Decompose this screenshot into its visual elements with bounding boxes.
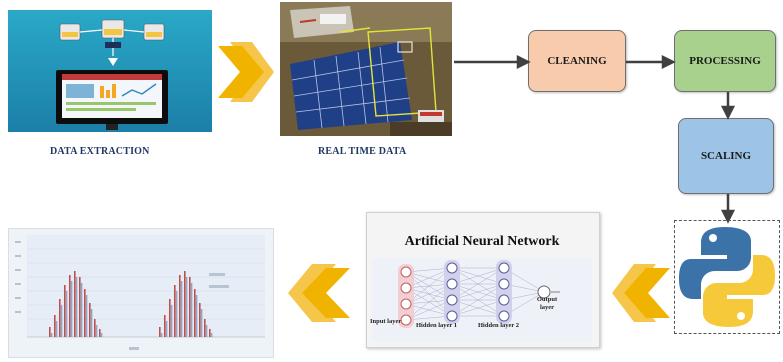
plot-bar-a bbox=[69, 275, 71, 337]
data-extraction-label: DATA EXTRACTION bbox=[50, 146, 150, 157]
plot-bar-b bbox=[50, 333, 53, 337]
plot-bar-a bbox=[164, 315, 166, 337]
plot-bar-b bbox=[170, 305, 173, 337]
plot-bar-b bbox=[185, 277, 188, 337]
plot-bar-b bbox=[195, 295, 198, 337]
processing-box: PROCESSING bbox=[674, 30, 776, 92]
solar-panel-photo bbox=[280, 2, 452, 136]
plot-bar-a bbox=[94, 319, 96, 337]
plot-bar-b bbox=[200, 309, 203, 337]
plot-bar-b bbox=[175, 291, 178, 337]
plot-bar-a bbox=[159, 327, 161, 337]
plot-bar-a bbox=[64, 285, 66, 337]
plot-bar-b bbox=[75, 277, 78, 337]
arrow-left-icon-2 bbox=[280, 258, 356, 328]
plot-bar-a bbox=[184, 271, 186, 337]
plot-bar-b bbox=[70, 281, 73, 337]
plot-bar-a bbox=[79, 277, 81, 337]
plot-bar-a bbox=[169, 299, 171, 337]
scaling-box: SCALING bbox=[678, 118, 774, 194]
data-extraction-illustration bbox=[8, 10, 212, 132]
plot-bar-b bbox=[205, 325, 208, 337]
ann-diagram bbox=[372, 258, 592, 342]
plot-bar-b bbox=[85, 295, 88, 337]
hidden-layer-1-label: Hidden layer 1 bbox=[416, 322, 458, 329]
plot-bar-b bbox=[160, 333, 163, 337]
plot-bar-a bbox=[174, 285, 176, 337]
real-time-data-label: REAL TIME DATA bbox=[318, 146, 407, 157]
plot-bar-b bbox=[80, 283, 83, 337]
prediction-plot-thumbnail bbox=[8, 228, 274, 358]
plot-bar-a bbox=[204, 319, 206, 337]
ann-title: Artificial Neural Network bbox=[404, 234, 560, 249]
plot-bar-b bbox=[165, 321, 168, 337]
plot-bar-a bbox=[74, 271, 76, 337]
plot-bar-a bbox=[179, 275, 181, 337]
cleaning-box: CLEANING bbox=[528, 30, 626, 92]
arrow-right-icon bbox=[212, 36, 282, 108]
plot-bar-a bbox=[84, 289, 86, 337]
plot-bar-a bbox=[49, 327, 51, 337]
plot-bar-a bbox=[194, 289, 196, 337]
plot-bar-b bbox=[65, 291, 68, 337]
plot-bar-a bbox=[59, 299, 61, 337]
plot-bar-a bbox=[54, 315, 56, 337]
hidden-layer-2-label: Hidden layer 2 bbox=[478, 322, 520, 329]
plot-bar-b bbox=[90, 309, 93, 337]
plot-bar-b bbox=[180, 281, 183, 337]
plot-bar-a bbox=[209, 329, 211, 337]
plot-bar-b bbox=[210, 333, 213, 337]
plot-bar-b bbox=[60, 305, 63, 337]
plot-bar-a bbox=[89, 303, 91, 337]
plot-bar-b bbox=[190, 283, 193, 337]
arrow-left-icon bbox=[604, 258, 674, 328]
plot-bar-b bbox=[100, 333, 103, 337]
input-layer-label: Input layer bbox=[370, 318, 402, 325]
output-layer-label: Output layer bbox=[536, 296, 558, 311]
python-logo bbox=[674, 220, 780, 334]
plot-bar-a bbox=[199, 303, 201, 337]
plot-bar-a bbox=[189, 277, 191, 337]
plot-bar-b bbox=[55, 321, 58, 337]
plot-bar-a bbox=[99, 329, 101, 337]
plot-bar-b bbox=[95, 325, 98, 337]
